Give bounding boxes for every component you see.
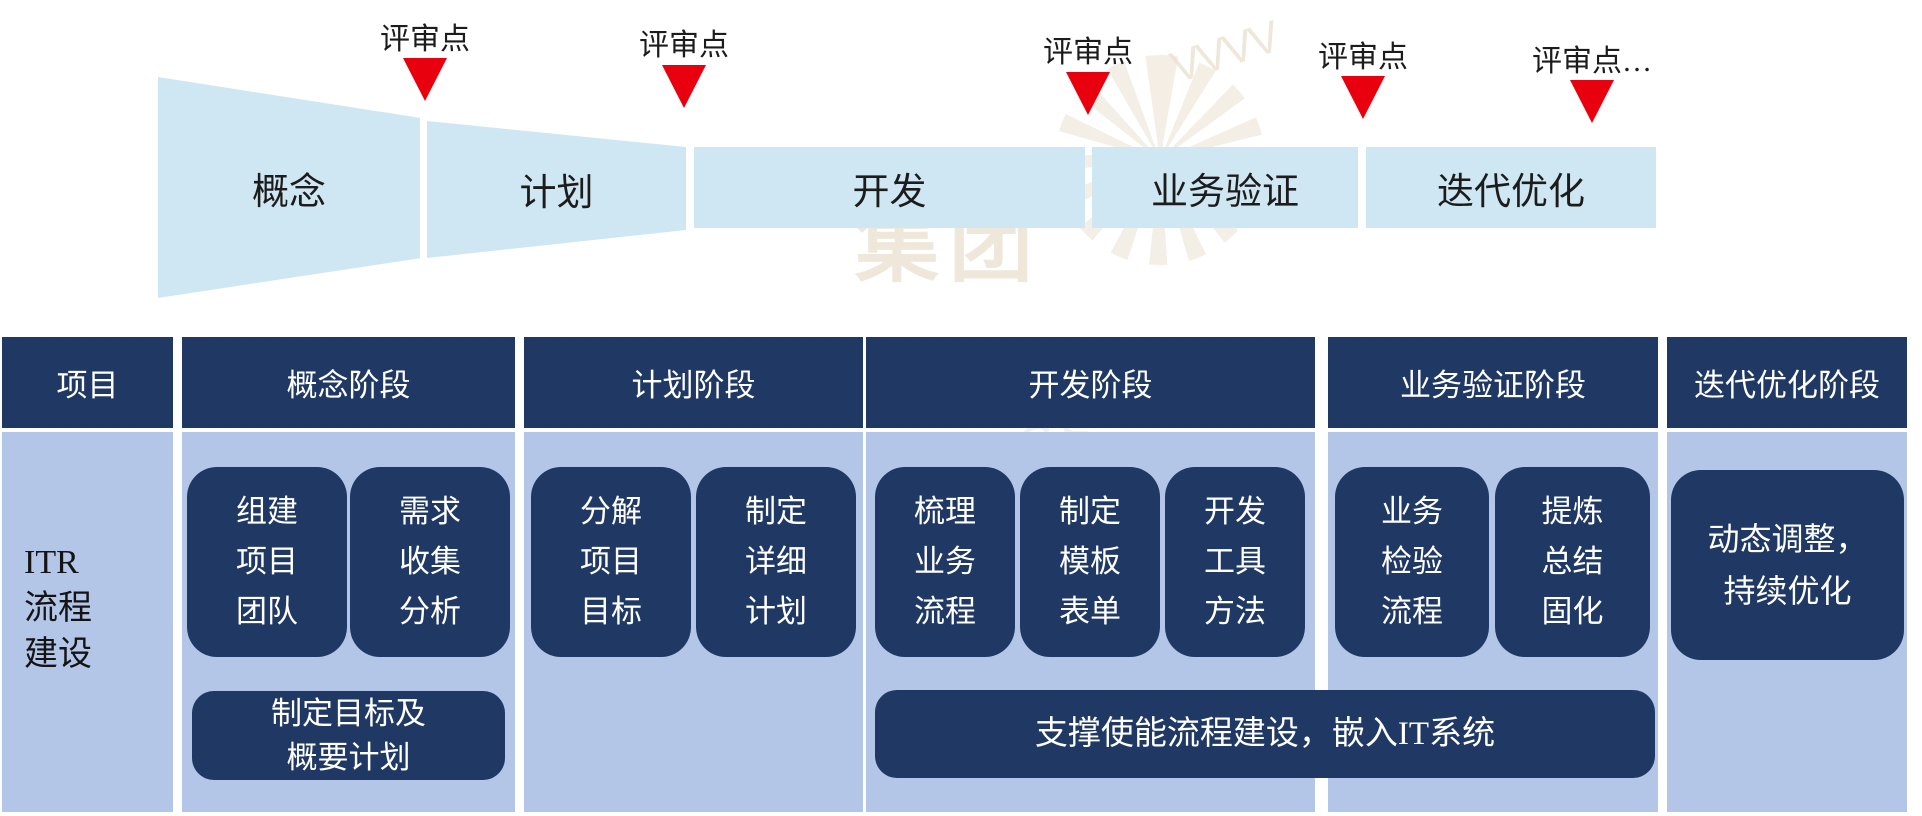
funnel-phase-develop: 开发 <box>694 147 1085 228</box>
task-box-sort-business-process: 梳理 业务 流程 <box>875 467 1015 657</box>
task-box-make-detailed-plan: 制定 详细 计划 <box>696 467 856 657</box>
task-box-decompose-project-goals: 分解 项目 目标 <box>531 467 691 657</box>
review-point-triangle-icon-1 <box>403 58 447 101</box>
row-label-itr-process: ITR 流程 建设 <box>24 544 92 673</box>
span-box-set-goals-outline-plan: 制定目标及 概要计划 <box>192 691 505 780</box>
review-point-label-3: 评审点 <box>1043 36 1133 69</box>
review-point-triangle-icon-5 <box>1570 80 1614 123</box>
header-verify-stage: 业务验证阶段 <box>1328 337 1658 428</box>
review-point-label-4: 评审点 <box>1318 41 1408 74</box>
review-point-label-5: 评审点… <box>1532 45 1652 78</box>
span-box-enable-process-embed-it-system: 支撑使能流程建设，嵌入IT系统 <box>875 690 1655 778</box>
header-concept-stage-label: 概念阶段 <box>286 368 411 403</box>
funnel-phase-develop-label: 开发 <box>852 171 927 213</box>
header-iterate-stage-label: 迭代优化阶段 <box>1694 368 1880 403</box>
funnel-phase-iterate: 迭代优化 <box>1366 147 1656 228</box>
funnel-phase-concept-label: 概念 <box>252 171 326 213</box>
header-project-label: 项目 <box>56 368 119 403</box>
header-concept-stage: 概念阶段 <box>182 337 515 428</box>
review-point-triangle-icon-4 <box>1341 76 1385 119</box>
header-plan-stage-label: 计划阶段 <box>631 368 756 403</box>
cell-project-row <box>2 432 173 812</box>
header-plan-stage: 计划阶段 <box>524 337 863 428</box>
header-verify-stage-label: 业务验证阶段 <box>1400 368 1586 403</box>
header-develop-stage-label: 开发阶段 <box>1028 368 1153 403</box>
header-develop-stage: 开发阶段 <box>866 337 1315 428</box>
task-box-make-template-forms: 制定 模板 表单 <box>1020 467 1160 657</box>
task-box-requirement-collection-analysis: 需求 收集 分析 <box>350 467 510 657</box>
funnel-phase-concept: 概念 <box>158 77 420 298</box>
funnel-phase-iterate-label: 迭代优化 <box>1437 171 1585 213</box>
task-box-business-check-process: 业务 检验 流程 <box>1335 467 1489 657</box>
task-box-refine-summarize-solidify: 提炼 总结 固化 <box>1495 467 1650 657</box>
review-point-triangle-icon-3 <box>1066 72 1110 115</box>
task-box-develop-tools-methods: 开发 工具 方法 <box>1165 467 1305 657</box>
task-box-build-project-team: 组建 项目 团队 <box>187 467 347 657</box>
funnel-phase-verify-label: 业务验证 <box>1151 171 1299 213</box>
funnel-phase-verify: 业务验证 <box>1092 147 1358 228</box>
task-box-dynamic-adjust-continuous-optimize: 动态调整， 持续优化 <box>1671 470 1904 660</box>
header-project: 项目 <box>2 337 173 428</box>
header-iterate-stage: 迭代优化阶段 <box>1667 337 1907 428</box>
review-point-label-1: 评审点 <box>380 23 470 56</box>
funnel-phase-plan-label: 计划 <box>519 173 594 214</box>
review-point-triangle-icon-2 <box>662 65 706 108</box>
funnel-phase-plan: 计划 <box>427 120 686 258</box>
review-point-label-2: 评审点 <box>639 29 729 62</box>
